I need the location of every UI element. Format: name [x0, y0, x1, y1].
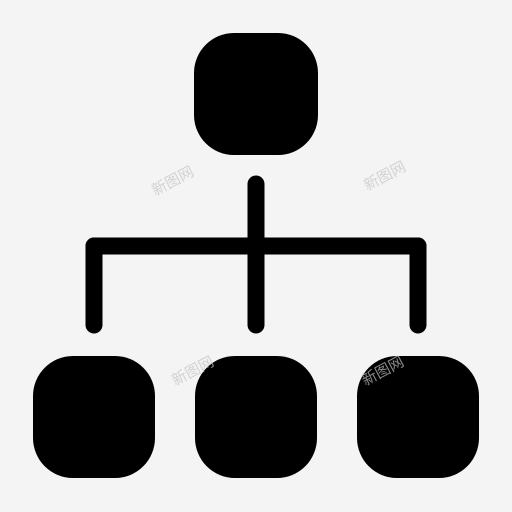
right-child-node-box [357, 356, 479, 478]
connector-lines [85, 175, 427, 334]
left-child-node-box [33, 356, 155, 478]
middle-child-node-box [195, 356, 317, 478]
top-node-box [194, 33, 318, 155]
